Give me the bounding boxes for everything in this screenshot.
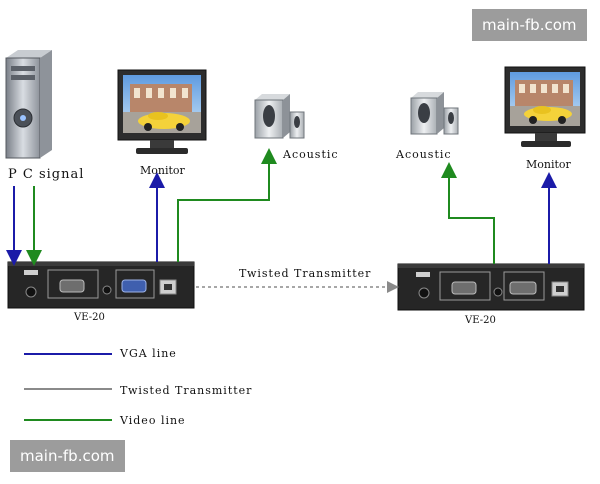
video-line-left-acoustic [177,148,277,262]
monitor-left-icon [117,69,207,154]
legend-label-video: Video line [120,414,186,427]
acoustic-left-label: Acoustic [283,148,339,161]
pc-signal-label: P C signal [8,167,85,182]
monitor-left-label: Monitor [140,164,185,177]
legend-label-twisted: Twisted Transmitter [120,384,253,397]
monitor-right-label: Monitor [526,158,571,171]
legend-label-vga: VGA line [120,347,177,360]
acoustic-right-label: Acoustic [396,148,452,161]
ve20-right-device [397,263,585,311]
pc-tower-icon [5,50,52,159]
speaker-left-icon [254,94,305,139]
ve20-left-device [7,261,195,309]
speaker-right-icon [410,92,459,135]
watermark-top: main-fb.com [472,9,587,41]
watermark-bottom: main-fb.com [10,440,125,472]
monitor-right-icon [504,66,586,147]
device-left-label: VE-20 [74,312,105,323]
video-line-right-acoustic [441,162,495,264]
device-right-label: VE-20 [465,315,496,326]
twisted-transmitter-label: Twisted Transmitter [239,267,372,280]
